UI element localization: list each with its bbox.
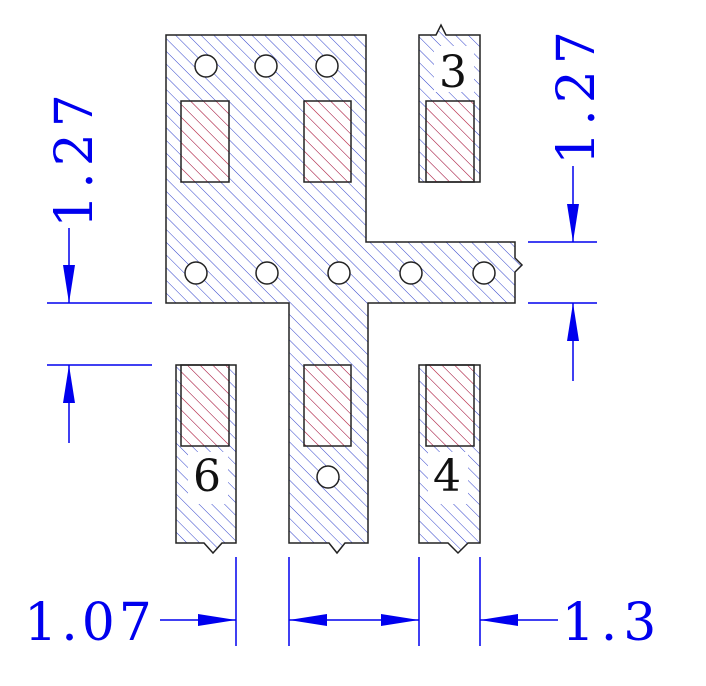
arrow-right-icon xyxy=(198,614,236,626)
via-hole xyxy=(255,261,279,285)
arrow-right-icon xyxy=(381,614,419,626)
dimension-arrows xyxy=(63,204,579,626)
via-hole xyxy=(316,465,340,489)
arrow-down-icon xyxy=(63,265,75,303)
pin4-label: 4 xyxy=(433,451,461,502)
via-hole xyxy=(327,261,351,285)
dim-bottom-right: 1.3 xyxy=(562,593,663,653)
pad-top-left xyxy=(180,100,230,183)
pin3-label: 3 xyxy=(439,47,467,98)
arrow-up-icon xyxy=(567,303,579,341)
pad-bottom-right xyxy=(425,364,475,447)
dim-left-vertical: 1.27 xyxy=(45,88,105,228)
pin4-label-bg xyxy=(428,452,468,504)
pin6-label-bg xyxy=(188,452,228,504)
via-holes xyxy=(184,54,496,489)
arrow-left-icon xyxy=(289,614,327,626)
via-hole xyxy=(184,261,208,285)
via-hole xyxy=(399,261,423,285)
via-hole xyxy=(472,261,496,285)
copper-plane-main xyxy=(165,34,524,555)
arrow-down-icon xyxy=(567,204,579,242)
pin6-label: 6 xyxy=(193,451,221,502)
pad-top-right xyxy=(425,100,475,183)
arrow-left-icon xyxy=(480,614,518,626)
via-hole xyxy=(194,54,218,78)
dim-bottom-left: 1.07 xyxy=(24,593,156,653)
via-hole xyxy=(254,54,278,78)
pad-bottom-left xyxy=(180,364,230,447)
dim-right-vertical: 1.27 xyxy=(547,25,607,165)
pad-top-middle xyxy=(303,100,352,183)
arrow-up-icon xyxy=(63,365,75,403)
via-hole xyxy=(315,54,339,78)
pin3-label-bg xyxy=(434,46,474,92)
pad-bottom-middle xyxy=(303,364,352,447)
